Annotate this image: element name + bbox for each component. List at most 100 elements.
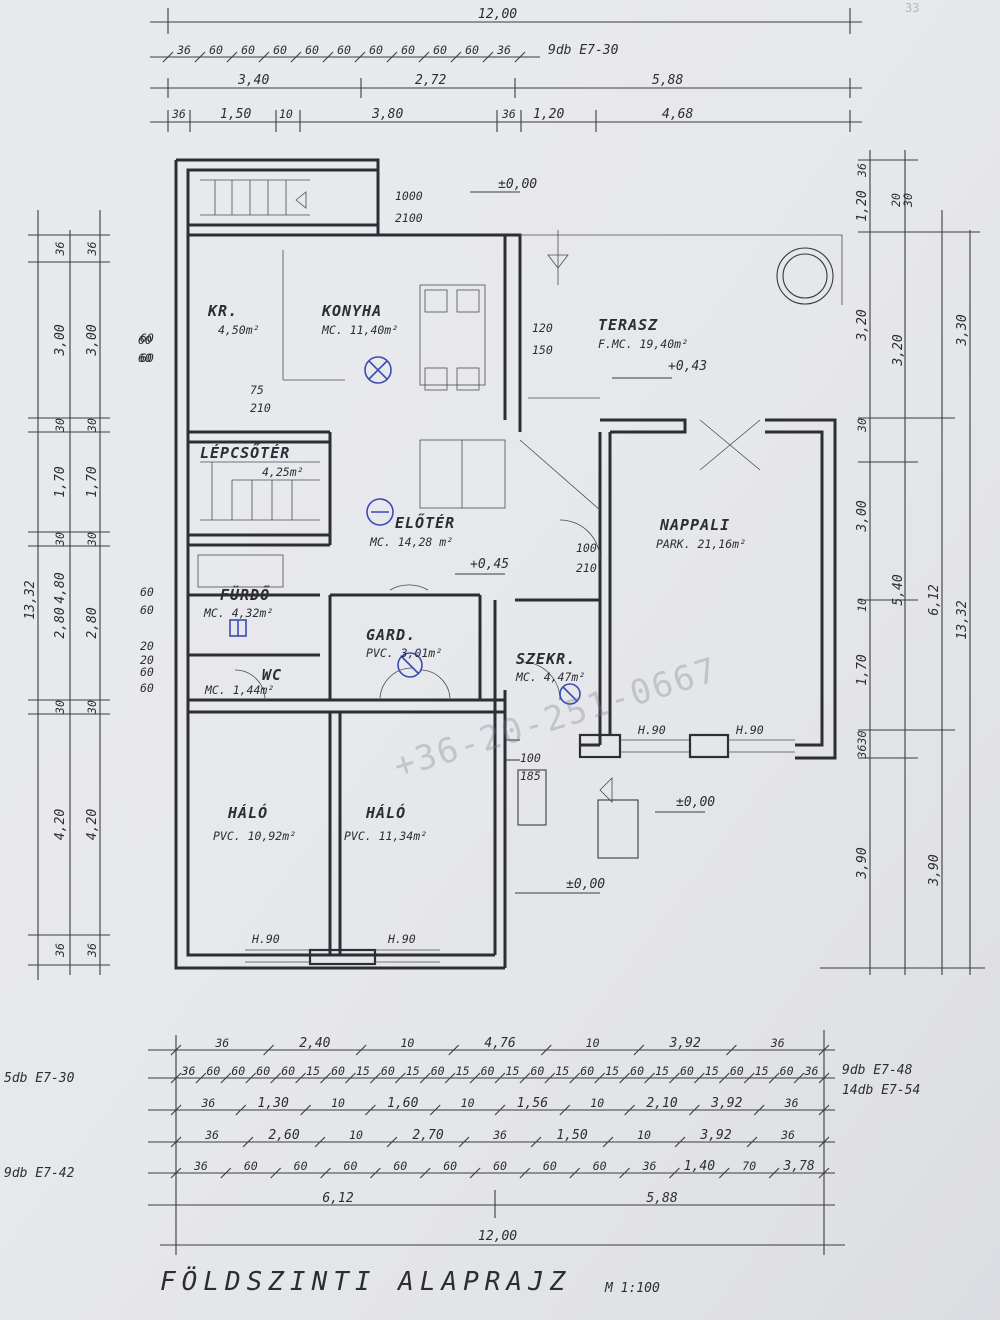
kitchen-furniture [197, 250, 506, 588]
bottom-note-left-2: 9db E7-42 [4, 1166, 75, 1181]
top-row1-cell-8: 60 [433, 43, 447, 57]
left-window-mark-2: 60 [140, 585, 154, 599]
opening-100: 100 [576, 541, 597, 555]
bottom-row3-3: 1,60 [387, 1096, 418, 1111]
bottom-row2-cell-22: 60 [730, 1064, 744, 1078]
bottom-row2-cell-0: 36 [181, 1064, 196, 1078]
room-area-halo-1: PVC. 10,92m² [213, 829, 296, 843]
building-walls [174, 158, 843, 970]
room-area-furdo: MC. 4,32m² [203, 606, 273, 620]
left-inner-0: 36 [85, 242, 99, 257]
bottom-row3-8: 3,92 [710, 1096, 742, 1111]
opening-dimensions: 1000 2100 120 150 60 60 75 210 100 210 H… [138, 189, 764, 946]
bottom-row2-cell-1: 60 [206, 1064, 220, 1078]
right-col1-2: 3,20 [855, 309, 870, 341]
bottom-row4-1: 2,60 [268, 1128, 299, 1143]
bottom-row2-cell-21: 15 [705, 1064, 719, 1078]
bottom-row6-1: 5,88 [646, 1191, 677, 1206]
top-row1-cell-10: 36 [496, 43, 511, 57]
bottom-row4-0: 36 [204, 1128, 219, 1142]
left-sub: 4,80 [53, 572, 68, 603]
bottom-row3-0: 36 [200, 1096, 215, 1110]
door-swings [234, 230, 761, 803]
room-name-terasz: TERASZ [598, 316, 658, 334]
room-area-kamra: 4,50m² [218, 323, 260, 337]
bottom-row3-1: 1,30 [258, 1096, 289, 1111]
level-hall: +0,45 [470, 557, 509, 572]
bottom-total-dim: 12,00 [478, 1229, 517, 1244]
top-row1-cell-1: 60 [209, 43, 223, 57]
bottom-row3-7: 2,10 [646, 1096, 677, 1111]
left-window-mark-7: 60 [140, 681, 154, 695]
bottom-row2-cell-8: 60 [381, 1064, 395, 1078]
bottom-row4-2: 10 [349, 1128, 363, 1142]
bottom-row5-cell-12: 3,78 [782, 1159, 814, 1174]
right-col2-0: 5,40 [891, 574, 906, 605]
left-outer-5: 2,80 [53, 607, 68, 638]
left-inner-3: 1,70 [85, 466, 100, 497]
bottom-row5-cell-10: 1,40 [684, 1159, 715, 1174]
room-name-gard: GARD. [366, 626, 416, 644]
room-name-konyha: KONYHA [321, 302, 382, 320]
stair-symbols [200, 179, 320, 521]
right-col2-1: 6,12 [927, 584, 942, 615]
left-outer-7: 4,20 [53, 809, 68, 840]
top-row3-a: 36 [171, 107, 186, 121]
opening-75: 75 [250, 383, 264, 397]
top-row3-c: 10 [279, 107, 293, 121]
left-dimension-chains: 363,00301,70302,80304,2036363,00301,7030… [23, 210, 154, 980]
bottom-row5-cell-6: 60 [493, 1159, 507, 1173]
opening-210b: 210 [576, 561, 597, 575]
bottom-row4-5: 1,50 [556, 1128, 587, 1143]
room-name-wc: WC [262, 666, 282, 684]
opening-100b: 100 [520, 751, 541, 765]
right-col1-5: 10 [855, 598, 869, 612]
top-row3-g: 4,68 [662, 107, 693, 122]
left-outer-1: 3,00 [53, 324, 68, 356]
room-labels: KR. 4,50m² KONYHA MC. 11,40m² TERASZ F.M… [200, 302, 746, 843]
left-outer-3: 1,70 [53, 466, 68, 497]
level-marks: ±0,00 +0,43 +0,45 ±0,00 ±0,00 [455, 177, 715, 894]
room-name-halo-1: HÁLÓ [227, 803, 268, 822]
top-row1-cell-0: 36 [176, 43, 191, 57]
top-row1-cell-7: 60 [401, 43, 415, 57]
bottom-row2-cell-16: 60 [580, 1064, 594, 1078]
bottom-row3-5: 1,56 [517, 1096, 548, 1111]
bottom-row4-3: 2,70 [412, 1128, 443, 1143]
bottom-row4-6: 10 [637, 1128, 651, 1142]
top-row1-cell-3: 60 [273, 43, 287, 57]
bottom-row3-4: 10 [461, 1096, 475, 1110]
top-row2-b: 2,72 [415, 73, 446, 88]
bottom-row1-6: 36 [770, 1036, 785, 1050]
bottom-row1-4: 10 [586, 1036, 600, 1050]
level-entry-bottom: ±0,00 [566, 877, 605, 892]
room-area-halo-2: PVC. 11,34m² [344, 829, 427, 843]
top-row1-cell-2: 60 [241, 43, 255, 57]
left-outer-2: 30 [53, 418, 67, 433]
right-col1-8: 36 [855, 745, 869, 760]
bottom-row2-cell-23: 15 [755, 1064, 769, 1078]
opening-150: 150 [532, 343, 553, 357]
bottom-row2-cell-7: 15 [356, 1064, 370, 1078]
bottom-row5-cell-3: 60 [344, 1159, 358, 1173]
bottom-row5-cell-2: 60 [294, 1159, 308, 1173]
room-name-nappali: NAPPALI [659, 516, 730, 534]
bottom-row5-cell-8: 60 [593, 1159, 607, 1173]
right-col1-6: 1,70 [855, 654, 870, 685]
right-total: 13,32 [955, 600, 970, 639]
top-row3-d: 3,80 [371, 107, 403, 122]
bottom-row5-cell-11: 70 [742, 1159, 756, 1173]
bottom-row1-1: 2,40 [299, 1036, 330, 1051]
top-row1-cell-4: 60 [305, 43, 319, 57]
right-col1-4: 3,00 [855, 500, 870, 532]
room-name-szekr: SZEKR. [516, 650, 576, 668]
level-terrace: +0,43 [668, 359, 707, 374]
right-col1-0: 36 [855, 163, 869, 178]
left-outer-4: 30 [53, 532, 67, 547]
bottom-row3-2: 10 [331, 1096, 345, 1110]
room-name-halo-2: HÁLÓ [365, 803, 406, 822]
